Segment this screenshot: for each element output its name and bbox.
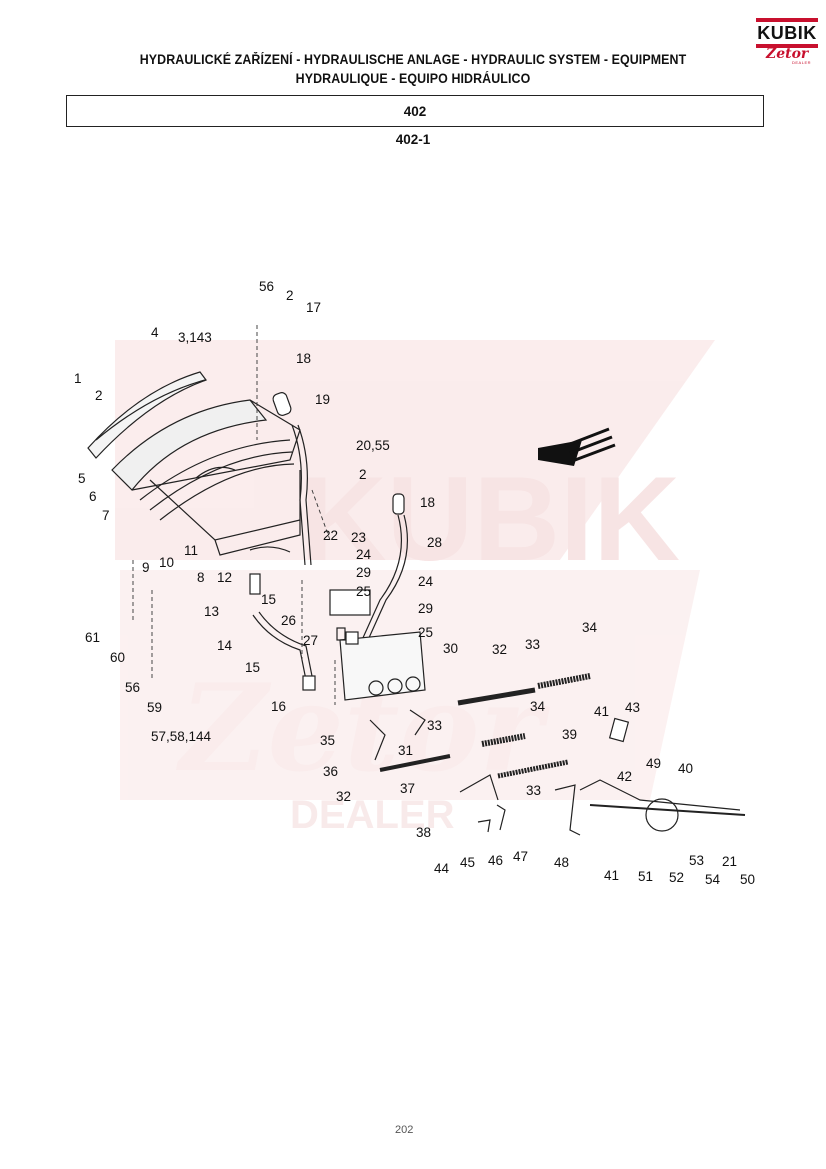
callout: 60 [110,650,125,665]
callout: 38 [416,825,431,840]
callout: 27 [303,633,318,648]
svg-text:KUBIK: KUBIK [300,452,680,586]
callout: 29 [418,601,433,616]
callout: 59 [147,700,162,715]
callout: 20,55 [356,438,390,453]
callout: 28 [427,535,442,550]
kubik-zetor-logo: KUBIK Zetor DEALER [756,16,818,66]
callout: 54 [705,872,721,887]
callout: 46 [488,853,503,868]
callout: 15 [245,660,260,675]
callout: 3,143 [178,330,212,345]
callout: 7 [102,508,110,523]
callout: 18 [420,495,435,510]
svg-text:DEALER: DEALER [290,793,455,837]
logo-dealer-text: DEALER [792,60,812,65]
callout: 24 [356,547,372,562]
callout: 47 [513,849,528,864]
callout: 2 [286,288,294,303]
callout: 42 [617,769,632,784]
callout: 53 [689,853,704,868]
callout: 31 [398,743,413,758]
direction-arrow [538,427,616,466]
callout: 5 [78,471,86,486]
callout: 6 [89,489,97,504]
callout: 16 [271,699,286,714]
dashed-leaders [132,325,336,705]
callout: 18 [296,351,311,366]
callout: 33 [525,637,540,652]
page-number: 202 [395,1124,414,1136]
callout: 52 [669,870,684,885]
callout: 8 [197,570,205,585]
callout: 56 [125,680,140,695]
callout: 17 [306,300,321,315]
callout: 29 [356,565,371,580]
section-number: 402 [403,103,427,119]
callout: 45 [460,855,475,870]
title-line-1: HYDRAULICKÉ ZAŘÍZENÍ - HYDRAULISCHE ANLA… [139,52,687,67]
callout: 9 [142,560,150,575]
callout: 34 [582,620,598,635]
logo-kubik-text: KUBIK [756,18,818,48]
figure-number: 402-1 [395,132,431,147]
callout: 34 [530,699,546,714]
callout: 12 [217,570,232,585]
callout: 32 [336,789,351,804]
callout: 30 [443,641,458,656]
callout: 25 [418,625,433,640]
callout: 11 [184,543,198,558]
callout: 49 [646,756,661,771]
callout: 2 [95,388,103,403]
callout: 4 [151,325,159,340]
callout: 2 [359,467,367,482]
callout: 39 [562,727,577,742]
callout: 33 [526,783,541,798]
callout: 1 [74,371,82,386]
callout: 51 [638,869,653,884]
section-number-box: 402 [66,95,764,127]
logo-zetor-text: Zetor [766,46,809,62]
callout: 35 [320,733,335,748]
callout: 44 [434,861,450,876]
callout: 26 [281,613,296,628]
callout: 43 [625,700,640,715]
callout: 22 [323,528,338,543]
title-line-2: HYDRAULIQUE - EQUIPO HIDRÁULICO [295,71,531,86]
callout: 21 [722,854,737,869]
callout: 24 [418,574,434,589]
callout: 23 [351,530,366,545]
callout: 61 [85,630,100,645]
callout: 14 [217,638,233,653]
callout: 10 [159,555,174,570]
callout: 19 [315,392,330,407]
cover-assembly [87,371,746,836]
callout: 40 [678,761,693,776]
callout: 48 [554,855,569,870]
callout: 33 [427,718,442,733]
callout: 36 [323,764,338,779]
callout: 41 [604,868,619,883]
callout: 13 [204,604,219,619]
callout: 25 [356,584,371,599]
callout: 15 [261,592,276,607]
callout: 41 [594,704,609,719]
callout: 57,58,144 [151,729,212,744]
callout: 50 [740,872,755,887]
part-callouts: 1 2 3,143 4 5 6 7 8 9 10 11 12 13 14 15 … [74,279,755,887]
callout: 37 [400,781,415,796]
callout: 56 [259,279,274,294]
page-header: HYDRAULICKÉ ZAŘÍZENÍ - HYDRAULISCHE ANLA… [0,50,826,88]
callout: 32 [492,642,507,657]
